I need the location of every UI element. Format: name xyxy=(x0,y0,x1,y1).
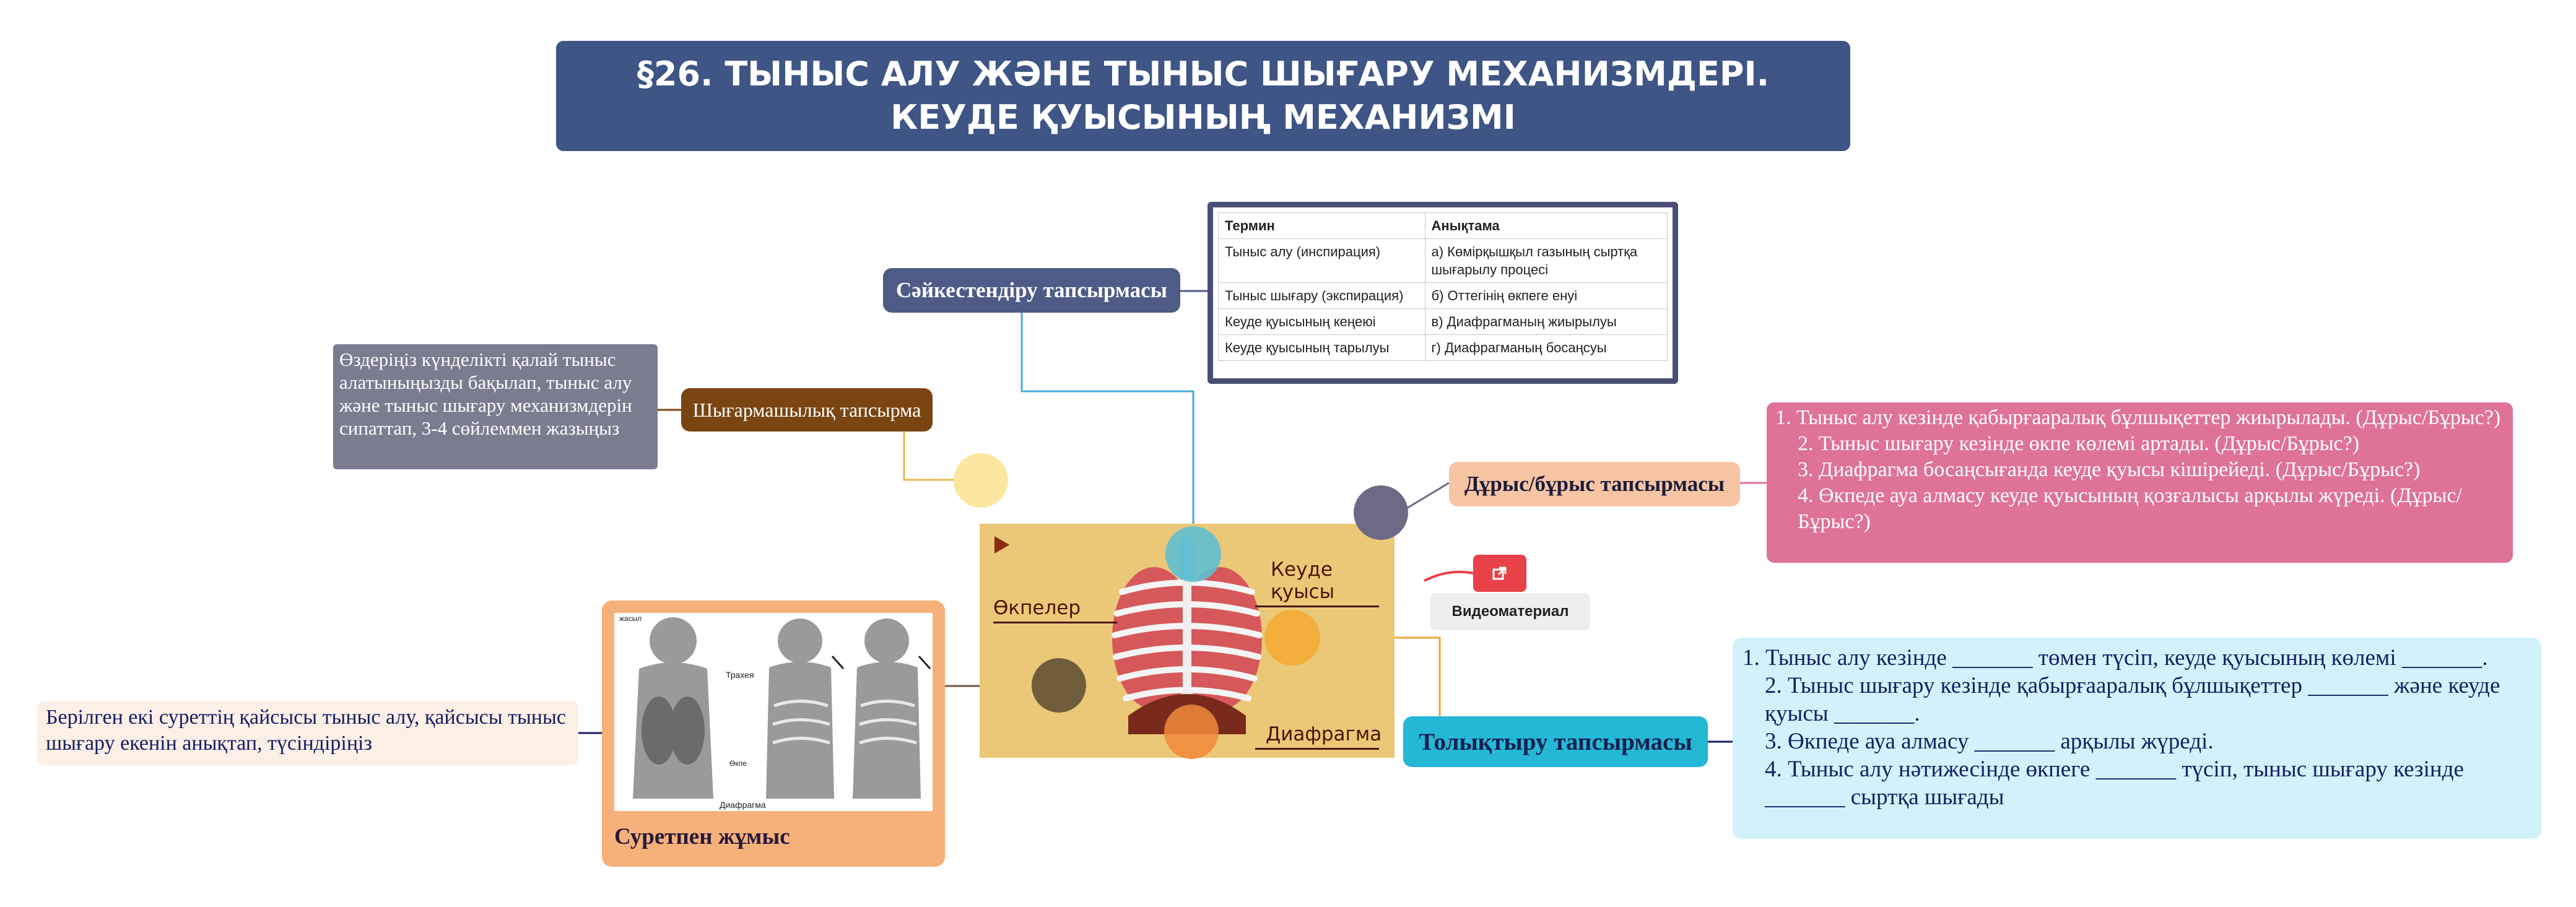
node-circle xyxy=(954,453,1008,508)
table-header: Термин xyxy=(1218,212,1425,239)
list-item: 2. Тыныс шығару кезінде қабырғааралық бұ… xyxy=(1765,673,2500,726)
table-row: Кеуде қуысының тарылуы г) Диафрагманың б… xyxy=(1218,334,1668,361)
table-row: Кеуде қуысының кеңеюі в) Диафрагманың жи… xyxy=(1218,308,1668,335)
underline xyxy=(1255,605,1379,607)
list-item: 3. Өкпеде ауа алмасу _______ арқылы жүре… xyxy=(1765,729,2214,754)
list-item: 2. Тыныс шығару кезінде өкпе көлемі арта… xyxy=(1798,432,2360,455)
table-cell: б) Оттегінің өкпеге енуі xyxy=(1424,282,1668,309)
picture-task-note: Берілген екі суреттің қайсысы тыныс алу,… xyxy=(37,701,578,765)
table-cell: в) Диафрагманың жиырылуы xyxy=(1424,308,1668,335)
picture-work-label: Суретпен жұмыс xyxy=(614,824,790,849)
table-cell: Кеуде қуысының кеңеюі xyxy=(1218,308,1425,335)
video-link-button[interactable] xyxy=(1473,555,1526,592)
lungs-ribcage-illustration xyxy=(1112,536,1263,734)
table-cell: Тыныс алу (инспирация) xyxy=(1218,238,1425,283)
table-cell: г) Диафрагманың босаңсуы xyxy=(1424,334,1668,361)
video-label[interactable]: Видеоматериал xyxy=(1430,593,1590,630)
underline xyxy=(993,622,1117,623)
line-video xyxy=(1424,570,1474,582)
breathing-comparison-image: жасыл Трахея Өкпе Диафрагма xyxy=(614,613,933,811)
node-circle xyxy=(1264,610,1320,666)
matching-table: Термин Анықтама Тыныс алу (инспирация) а… xyxy=(1218,212,1668,361)
matching-table-card: Термин Анықтама Тыныс алу (инспирация) а… xyxy=(1208,202,1678,384)
list-item: 1. Тыныс алу кезінде _______ төмен түсіп… xyxy=(1743,645,2488,670)
silhouette-illustration xyxy=(633,617,931,799)
table-cell: а) Көмірқышқыл газының сыртқа шығарылу п… xyxy=(1424,238,1668,283)
table-cell: Тыныс шығару (экспирация) xyxy=(1218,282,1425,309)
table-row: Тыныс алу (инспирация) а) Көмірқышқыл га… xyxy=(1218,238,1668,283)
fill-in-card: 1. Тыныс алу кезінде _______ төмен түсіп… xyxy=(1733,638,2541,839)
list-item: 3. Диафрагма босаңсығанда кеуде қуысы кі… xyxy=(1798,458,2421,481)
table-row: Тыныс шығару (экспирация) б) Оттегінің ө… xyxy=(1218,282,1668,309)
node-circle xyxy=(1165,526,1221,582)
list-item: 4. Өкпеде ауа алмасу кеуде қуысының қозғ… xyxy=(1798,484,2462,533)
node-circle xyxy=(1164,705,1219,759)
label-chest-cavity: Кеуде қуысы xyxy=(1271,558,1335,603)
topic-fill-in[interactable]: Толықтыру тапсырмасы xyxy=(1403,716,1708,767)
topic-creative[interactable]: Шығармашылық тапсырма xyxy=(681,388,933,432)
list-item: 4. Тыныс алу нәтижесінде өкпеге _______ … xyxy=(1765,757,2464,810)
picture-work-card[interactable]: жасыл Трахея Өкпе Диафрагма Суретпен жұм… xyxy=(602,601,945,867)
label-lungs-small: Өкпе xyxy=(729,759,747,768)
label-diaphragm: Диафрагма xyxy=(1266,723,1382,745)
play-icon[interactable] xyxy=(992,534,1012,556)
label-lungs: Өкпелер xyxy=(993,597,1081,619)
topic-matching[interactable]: Сәйкестендіру тапсырмасы xyxy=(883,268,1180,313)
underline xyxy=(1255,748,1379,750)
label-trachea: Трахея xyxy=(726,670,754,680)
list-item: 1. Тыныс алу кезінде қабырғааралық бұлшы… xyxy=(1775,406,2501,429)
page-title: §26. ТЫНЫС АЛУ ЖӘНЕ ТЫНЫС ШЫҒАРУ МЕХАНИЗ… xyxy=(556,41,1850,151)
node-circle xyxy=(1354,485,1408,540)
external-link-icon xyxy=(1492,566,1507,580)
node-circle xyxy=(1032,658,1086,713)
line-matching xyxy=(1020,313,1194,554)
table-cell: Кеуде қуысының тарылуы xyxy=(1218,334,1425,361)
table-header: Анықтама xyxy=(1424,212,1668,239)
topic-true-false[interactable]: Дұрыс/бұрыс тапсырмасы xyxy=(1449,462,1740,506)
label-diaphragm-small: Диафрагма xyxy=(720,800,766,810)
true-false-card: 1. Тыныс алу кезінде қабырғааралық бұлшы… xyxy=(1767,402,2513,563)
creative-task-note: Өздеріңіз күнделікті қалай тыныс алатыны… xyxy=(333,344,658,469)
label-small: жасыл xyxy=(619,614,642,623)
